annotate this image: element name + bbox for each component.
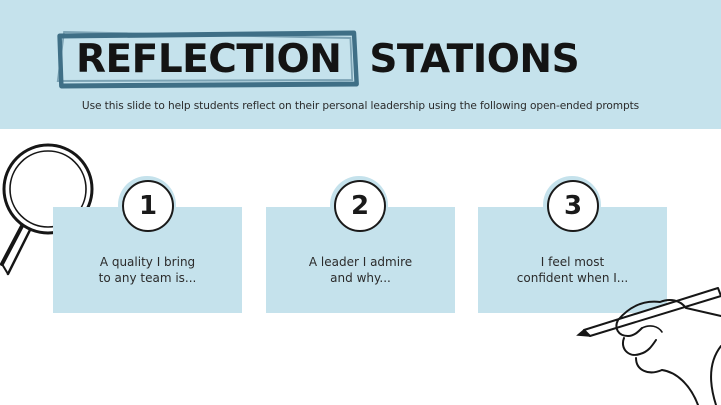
station-prompt-1: A quality I bring to any team is... <box>53 254 242 286</box>
station-prompt-2: A leader I admire and why... <box>266 254 455 286</box>
station-2-line-2: and why... <box>330 271 391 285</box>
hand-writing-icon <box>576 287 721 405</box>
station-3-line-2: confident when I... <box>516 271 629 285</box>
station-number-3: 3 <box>547 180 599 232</box>
station-2-line-1: A leader I admire <box>308 255 413 269</box>
title-word-stations: STATIONS <box>369 36 580 82</box>
header-band: REFLECTION STATIONS Use this slide to he… <box>0 0 721 129</box>
station-1-line-2: to any team is... <box>98 271 197 285</box>
magnifying-glass-icon <box>0 143 94 276</box>
subtitle: Use this slide to help students reflect … <box>81 100 640 112</box>
station-number-1: 1 <box>122 180 174 232</box>
station-1-line-1: A quality I bring <box>99 255 196 269</box>
station-3-line-1: I feel most <box>540 255 605 269</box>
title-row: REFLECTION STATIONS <box>56 26 580 92</box>
title-word-reflection: REFLECTION <box>76 36 342 82</box>
brush-frame-icon <box>56 30 359 89</box>
station-number-2: 2 <box>334 180 386 232</box>
title-highlight-box: REFLECTION <box>56 30 359 89</box>
station-badge-3: 3 <box>543 176 601 234</box>
station-badge-2: 2 <box>330 176 388 234</box>
station-prompt-3: I feel most confident when I... <box>478 254 667 286</box>
station-badge-1: 1 <box>118 176 176 234</box>
